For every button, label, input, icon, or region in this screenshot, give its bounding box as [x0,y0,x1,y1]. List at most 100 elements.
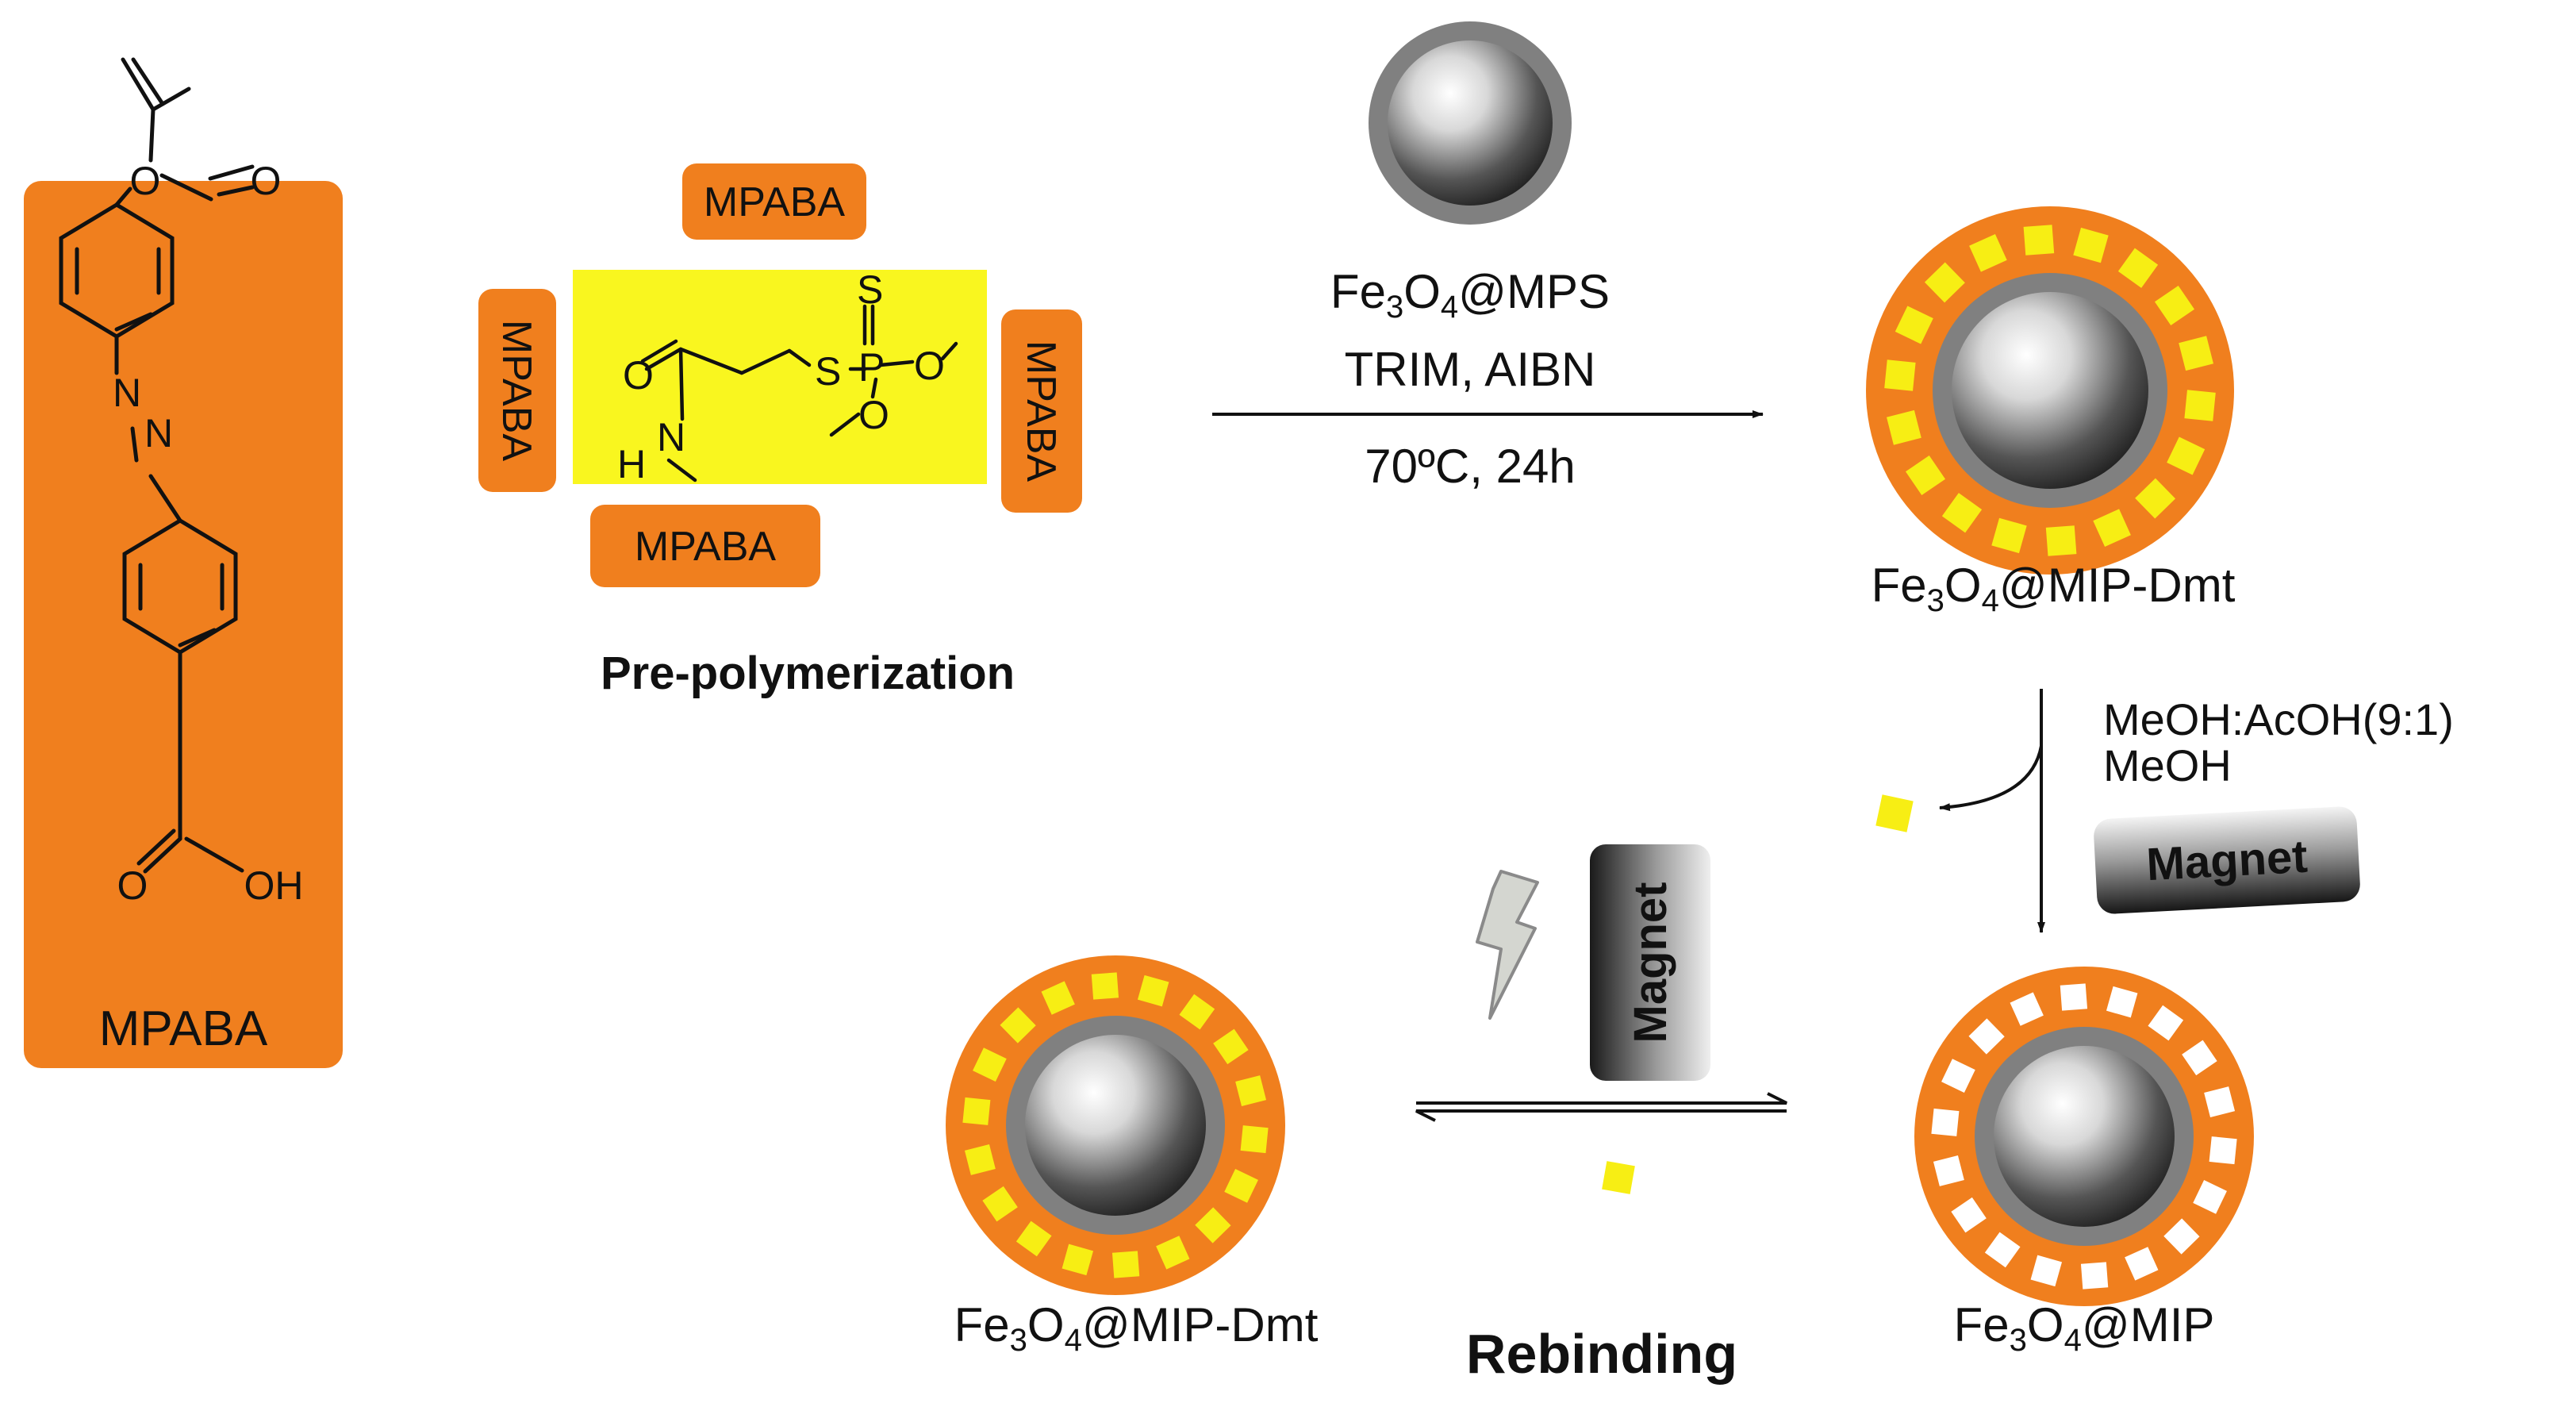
imprinted-cavity [1213,1028,1249,1065]
template-atom-o: O [623,353,654,398]
template-atom-p: P [858,345,885,390]
template-atom-o-right: O [914,344,945,388]
imprinted-cavity [973,1047,1007,1082]
imprinted-cavity [2179,336,2213,371]
imprinted-cavity [2182,1040,2217,1076]
template-atom-s: S [815,349,841,394]
imprinted-cavity [1968,1018,2005,1055]
svg-text:MPABA: MPABA [1018,340,1064,482]
imprinted-cavity [1235,1075,1267,1107]
released-template [1875,794,1914,832]
imprinted-cavity [2204,1086,2236,1118]
template-release-arrow [1939,745,2043,812]
template-atom-s-thione: S [857,267,883,312]
mpaba-tag-top: MPABA [682,163,866,240]
monomer-atom-oh: OH [244,863,304,908]
monomer-atom-o-acid: O [117,863,148,908]
template-atom-o-bottom: O [858,393,889,437]
imprinted-cavity [1887,409,1921,445]
imprinted-cavity [2193,1180,2227,1214]
imprinted-cavity [2030,1255,2063,1287]
lightning-icon [1476,870,1539,1020]
imprinted-cavity [2148,1005,2184,1041]
imprinted-cavity [2135,478,2176,519]
mip-label: Fe3O4@MIP [1954,1298,2215,1358]
imprinted-cavity [1991,517,2027,554]
svg-text:MPABA: MPABA [704,179,846,225]
template-structure [640,304,958,482]
imprinted-cavity [1884,359,1916,391]
rebinding-template [1602,1161,1635,1194]
svg-text:MPABA: MPABA [493,320,539,462]
imprinted-cavity [2073,227,2109,263]
imprinted-cavity [982,1186,1018,1222]
cavity-ring [1931,983,2237,1290]
imprinted-cavity [1951,1197,1987,1233]
mpaba-tag-bottom: MPABA [590,505,820,587]
imprinted-cavity [2093,509,2131,548]
imprinted-cavity [1179,994,1215,1030]
imprinted-cavity [1931,1108,1960,1136]
fe3o4-mps-particle [1369,21,1572,225]
equilibrium-arrows [1415,1092,1787,1122]
imprinted-cavity [1015,1220,1052,1257]
imprinted-cavity [1941,1059,1975,1093]
monomer-atom-n2: N [144,411,173,455]
imprinted-cavity [2125,1247,2159,1281]
template-atom-n: N [657,415,685,459]
mip-particle [1914,967,2254,1306]
elution-solvent-1: MeOH:AcOH(9:1) [2103,694,2454,744]
monomer-background [24,181,343,1068]
imprinted-cavity [2060,983,2088,1011]
monomer-structure [59,57,255,874]
reaction-conditions: 70ºC, 24h [1365,440,1575,493]
imprinted-cavity [1061,1243,1094,1276]
imprinted-cavity [1905,455,1946,496]
prepolymerization-caption: Pre-polymerization [601,648,1015,699]
imprinted-cavity [2209,1136,2237,1165]
magnet-label-rebinding: Magnet [1625,882,1676,1044]
svg-text:MPABA: MPABA [635,524,777,570]
template-atom-h: H [617,442,646,486]
imprinted-cavity [2117,248,2159,288]
mpaba-tag-left: MPABA [478,289,556,492]
imprinted-cavity [2184,390,2216,421]
imprinted-cavity [1137,974,1169,1007]
elution-solvent-2: MeOH [2103,740,2232,790]
imprinted-cavity [1091,972,1119,1000]
imprinted-cavity [1000,1007,1036,1044]
imprinted-cavity [1195,1207,1231,1243]
mpaba-tag-right: MPABA [1001,309,1082,513]
imprinted-cavity [2167,436,2206,475]
prepolymerization-complex: MPABA MPABA MPABA MPABA [478,163,1082,699]
rebinding-label: Rebinding [1466,1323,1737,1385]
imprinted-cavity [2154,285,2195,326]
mip-dmt-particle-bottom [946,955,1285,1295]
mip-dmt-label-bottom: Fe3O4@MIP-Dmt [954,1298,1319,1358]
mip-dmt-label-top: Fe3O4@MIP-Dmt [1872,559,2236,618]
magnet-block-elution: Magnet [2094,806,2360,914]
monomer-atom-o-ester: O [130,159,161,203]
magnet-label-elution: Magnet [2145,831,2309,891]
mip-dmt-particle-top [1866,206,2234,575]
template-highlight [573,270,987,484]
imprinted-cavity [1111,1251,1140,1278]
imprinted-cavity [1156,1236,1190,1270]
monomer-atom-n1: N [113,371,141,415]
magnet-block-rebinding: Magnet [1590,844,1710,1081]
cavity-ring [1884,225,2216,556]
mpaba-monomer-panel: O O N N O OH MPABA [24,57,343,1068]
imprinted-cavity [2010,992,2044,1026]
imprinted-cavity [1224,1169,1258,1203]
imprinted-cavity [1240,1125,1269,1154]
monomer-atom-o-carbonyl: O [251,159,282,203]
cavity-ring [962,972,1269,1278]
imprinted-cavity [1984,1232,2021,1268]
imprinted-cavity [964,1144,996,1175]
imprinted-cavity [1941,493,1983,533]
imprinted-cavity [962,1097,991,1125]
imprinted-cavity [1924,262,1965,303]
imprinted-cavity [2080,1262,2109,1290]
imprinted-cavity [2163,1218,2200,1255]
